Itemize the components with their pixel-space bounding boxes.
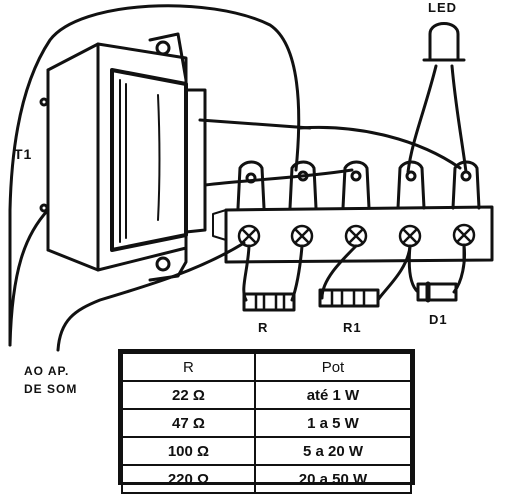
table-header-row: R Pot	[121, 352, 413, 382]
table-cell-resistance: 47 Ω	[121, 408, 256, 438]
transformer-label: T1	[14, 146, 33, 162]
table-cell-power: até 1 W	[253, 380, 413, 410]
transformer-t1	[39, 32, 462, 282]
terminal-lug-1	[236, 160, 266, 210]
transformer-lead-left	[8, 208, 50, 347]
table-cell-resistance: 220 Ω	[121, 464, 256, 494]
table-row: 47 Ω 1 a 5 W	[121, 408, 413, 438]
resistor-r-label: R	[258, 320, 269, 335]
table-row: 22 Ω até 1 W	[121, 380, 413, 410]
terminal-strip	[212, 205, 494, 264]
output-wire	[56, 241, 246, 352]
table-row: 220 Ω 20 a 50 W	[121, 464, 413, 494]
table-cell-power: 5 a 20 W	[253, 436, 413, 466]
table-cell-resistance: 22 Ω	[121, 380, 256, 410]
top-loop-wire	[8, 4, 301, 347]
table-cell-resistance: 100 Ω	[121, 436, 256, 466]
output-label-line2: DE SOM	[24, 382, 78, 396]
resistor-r1	[318, 244, 412, 308]
terminal-lug-3	[341, 160, 371, 210]
diode-d1	[407, 243, 466, 303]
resistor-power-table: R Pot 22 Ω até 1 W 47 Ω 1 a 5 W 100 Ω 5 …	[118, 349, 415, 494]
led-label: LED	[428, 0, 457, 15]
column-header-r: R	[121, 352, 256, 382]
column-header-pot: Pot	[253, 352, 413, 382]
resistor-r	[242, 244, 304, 312]
terminal-lug-4	[396, 160, 426, 210]
resistor-r1-label: R1	[343, 320, 362, 335]
terminal-lug-2	[288, 160, 318, 210]
led	[406, 22, 468, 174]
output-label: AO AP. DE SOM	[24, 362, 77, 398]
terminal-screws	[237, 223, 476, 248]
output-label-line1: AO AP.	[24, 364, 70, 378]
table-cell-power: 1 a 5 W	[253, 408, 413, 438]
table-row: 100 Ω 5 a 20 W	[121, 436, 413, 466]
table-cell-power: 20 a 50 W	[253, 464, 413, 494]
diode-d1-label: D1	[429, 312, 448, 327]
